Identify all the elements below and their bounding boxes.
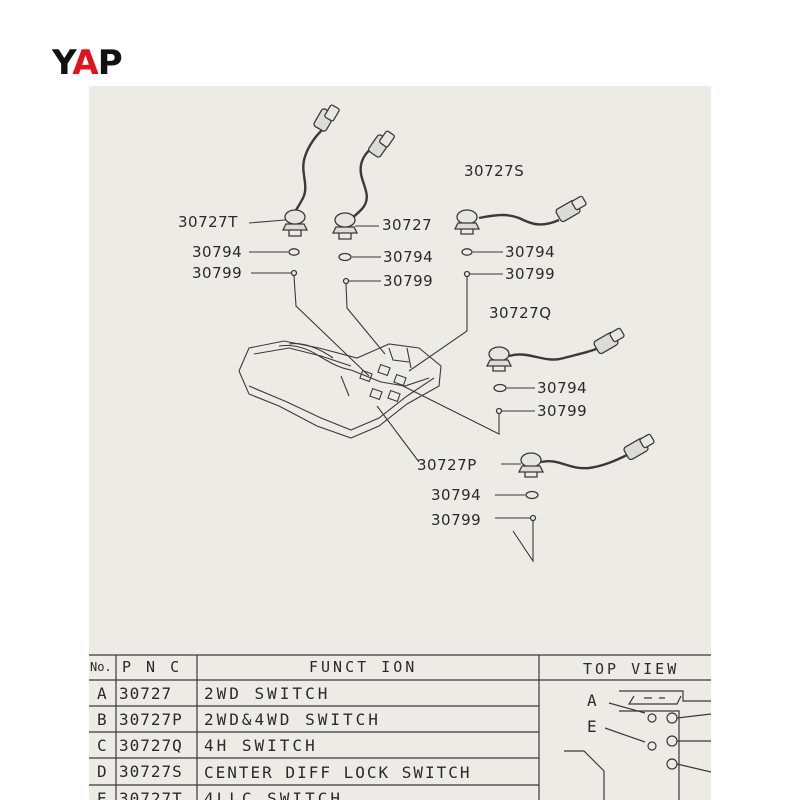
label-30799-s: 30799 <box>505 265 556 283</box>
label-30727p: 30727P <box>417 456 477 474</box>
table-row-e-no: E <box>97 789 108 800</box>
top-view-sketch <box>564 690 711 800</box>
table-row-a-function: 2WD SWITCH <box>204 684 331 703</box>
table-row-e-pnc: 30727T <box>119 789 183 800</box>
label-30727t: 30727T <box>178 213 238 231</box>
table-row-a-pnc: 30727 <box>119 684 173 703</box>
label-30727: 30727 <box>382 216 433 234</box>
table-row-d-function: CENTER DIFF LOCK SWITCH <box>204 763 472 782</box>
table-header-pnc: P N C <box>122 658 183 676</box>
label-30799-q: 30799 <box>537 402 588 420</box>
label-30727q: 30727Q <box>489 304 552 322</box>
table-header-top-view: TOP VIEW <box>583 660 680 678</box>
table-header-function: FUNCT ION <box>309 658 418 676</box>
switch-30727p-drawing <box>512 433 655 563</box>
label-30794-t: 30794 <box>192 243 243 261</box>
switch-30727s-drawing <box>453 195 587 278</box>
logo-letter-y: Y <box>52 43 73 83</box>
table-row-d-no: D <box>97 762 108 781</box>
table-row-b-pnc: 30727P <box>119 710 183 729</box>
label-30799-a: 30799 <box>383 272 434 290</box>
table-row-c-function: 4H SWITCH <box>204 736 318 755</box>
transfer-case-housing-drawing <box>238 340 442 439</box>
table-row-c-pnc: 30727Q <box>119 736 183 755</box>
table-row-b-function: 2WD&4WD SWITCH <box>204 710 381 729</box>
label-30799-p: 30799 <box>431 511 482 529</box>
table-header-no: No. <box>90 660 112 674</box>
table-row-c-no: C <box>97 736 108 755</box>
label-30794-p: 30794 <box>431 486 482 504</box>
label-30727s: 30727S <box>464 162 525 180</box>
switch-30727t-drawing <box>281 104 340 277</box>
table-row-d-pnc: 30727S <box>119 762 183 781</box>
table-row-e-function: 4LLC SWITCH <box>204 789 343 800</box>
switch-30727q-drawing <box>485 327 625 415</box>
brand-logo: YAP <box>52 43 123 83</box>
logo-letter-a: A <box>72 43 98 83</box>
parts-diagram-sheet: 30727T 30794 30799 30727 30794 30799 307… <box>89 86 711 800</box>
label-30794-q: 30794 <box>537 379 588 397</box>
leader-lines <box>248 219 535 519</box>
diagram-drawing <box>89 104 711 800</box>
switch-30727-drawing <box>331 130 395 285</box>
label-30794-a: 30794 <box>383 248 434 266</box>
logo-letter-p: P <box>97 43 123 83</box>
table-row-b-no: B <box>97 710 108 729</box>
top-view-label-a: A <box>587 691 598 710</box>
top-view-label-e: E <box>587 717 598 736</box>
table-row-a-no: A <box>97 684 108 703</box>
label-30799-t: 30799 <box>192 264 243 282</box>
table-grid <box>89 654 711 800</box>
label-30794-s: 30794 <box>505 243 556 261</box>
